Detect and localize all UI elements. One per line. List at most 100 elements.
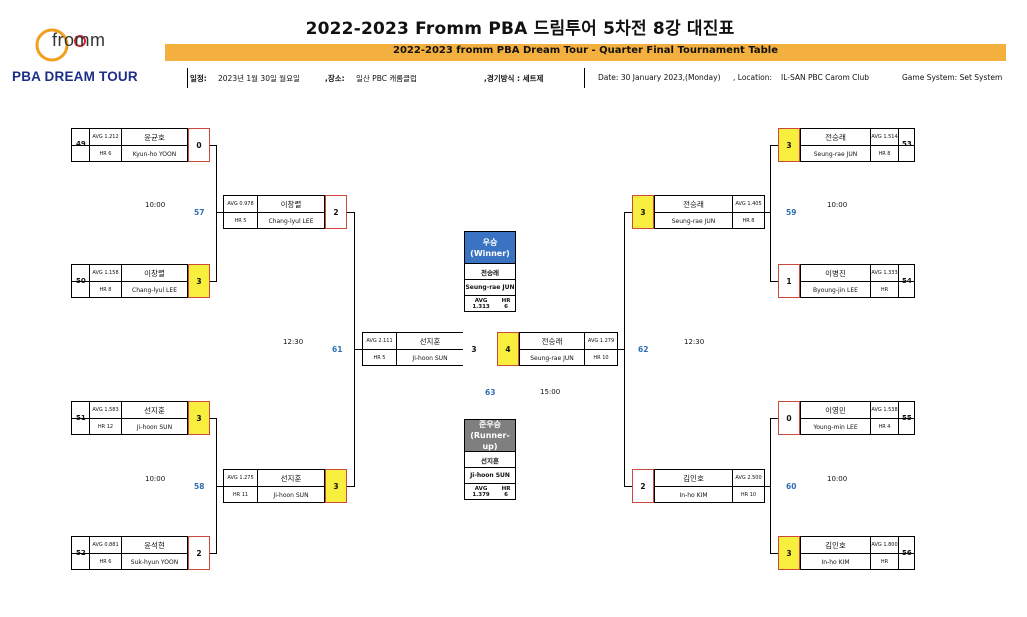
player-name-kr: 김인호	[801, 537, 871, 553]
player-name-en: In-ho KIM	[801, 554, 871, 570]
match-number: 57	[194, 208, 205, 217]
player-avg: AVG 1.275	[224, 470, 258, 486]
page-subtitle: 2022-2023 fromm PBA Dream Tour - Quarter…	[393, 45, 778, 56]
match-time: 10:00	[145, 475, 166, 483]
player-name-en: Seung-rae JUN	[655, 213, 733, 229]
runner-up-name-kr: 선지훈	[465, 451, 515, 467]
player-avg: AVG 2.111	[363, 333, 397, 349]
set-score: 3	[188, 401, 210, 435]
player-avg: AVG 1.158	[90, 265, 122, 281]
match-number: 58	[194, 482, 205, 491]
player-avg: AVG 1.212	[90, 129, 122, 145]
set-score: 3	[632, 195, 654, 229]
bracket-line	[216, 212, 223, 213]
seed-number: 49	[76, 140, 86, 148]
player-hr: HR 12	[90, 419, 122, 435]
player-name-kr: 이창렬	[144, 268, 165, 278]
bracket-line	[770, 553, 778, 554]
player-name-kr: 이창렬	[280, 199, 302, 209]
player-avg: AVG 1.333	[871, 265, 899, 281]
bracket-line	[354, 349, 362, 350]
tour-logo-text: PBA DREAM TOUR	[12, 69, 138, 84]
location-label-en: , Location:	[733, 73, 773, 82]
player-hr: HR 5	[224, 213, 258, 229]
bracket-line	[209, 145, 217, 146]
set-score: 1	[778, 264, 800, 298]
fromm-logo-icon	[34, 27, 104, 71]
player-hr: HR 11	[224, 487, 258, 503]
bracket-line	[617, 349, 625, 350]
player-name-en: Ji-hoon SUN	[412, 354, 448, 362]
bracket-line	[216, 486, 223, 487]
player-name-en: In-ho KIM	[655, 487, 733, 503]
player-hr: HR 8	[871, 146, 899, 162]
subtitle-bar	[165, 44, 1006, 61]
player-avg: AVG 2.500	[735, 475, 762, 481]
bracket-line	[216, 145, 217, 282]
bracket-line	[770, 281, 778, 282]
player-name-kr: 선지훈	[419, 336, 441, 346]
player-name-en: Byoung-jin LEE	[801, 282, 871, 298]
player-hr: HR	[871, 282, 899, 298]
set-score: 2	[188, 536, 210, 570]
winner-header: 우승(Winner)	[465, 232, 515, 263]
set-score: 3	[188, 264, 210, 298]
player-hr: HR 6	[90, 146, 122, 162]
match-time: 10:00	[827, 201, 848, 209]
bracket-line	[624, 486, 632, 487]
bracket-line	[770, 145, 778, 146]
seed-number: 53	[902, 140, 912, 148]
player-name-kr: 전승래	[520, 333, 585, 349]
date-label: 일정:	[190, 74, 207, 83]
seed-number: 55	[902, 414, 912, 422]
winner-name-kr: 전승래	[465, 263, 515, 279]
player-name-kr: 윤균호	[144, 132, 165, 142]
date-value: 2023년 1월 30일 월요일	[218, 74, 300, 83]
player-name-en: Ji-hoon SUN	[136, 423, 173, 431]
brand-name: fromm	[52, 30, 106, 50]
bracket-line	[347, 212, 355, 213]
venue-label: ,장소:	[325, 74, 345, 83]
player-name-kr: 김인호	[655, 470, 733, 486]
system-label: ,경기방식 : 세트제	[484, 74, 544, 83]
player-name-en: Seung-rae JUN	[520, 350, 585, 366]
match-number: 61	[332, 345, 343, 354]
player-name-kr: 선지훈	[144, 405, 165, 415]
match-time: 10:00	[827, 475, 848, 483]
winner-name-en: Seung-rae JUN	[465, 279, 515, 295]
set-score: 3	[778, 128, 800, 162]
player-avg: AVG 1.279	[587, 338, 615, 344]
match-time: 15:00	[540, 388, 561, 396]
bracket-line	[347, 486, 355, 487]
player-name-kr: 윤석현	[144, 540, 165, 550]
set-score: 2	[325, 195, 347, 229]
player-hr: HR 6	[90, 554, 122, 570]
bracket-line	[209, 553, 217, 554]
venue-value: 일산 PBC 캐롬클럽	[356, 74, 417, 83]
player-avg: AVG 1.800	[871, 537, 899, 553]
player-name-kr: 이병진	[801, 265, 871, 281]
header-divider	[187, 68, 188, 88]
player-hr: HR 4	[871, 419, 899, 435]
set-score: 0	[188, 128, 210, 162]
player-hr: HR	[871, 554, 899, 570]
player-avg: AVG 1.514	[871, 129, 899, 145]
player-avg: AVG 1.538	[871, 402, 899, 418]
player-avg: AVG 1.583	[90, 402, 122, 418]
match-number: 62	[638, 345, 649, 354]
set-score: 3	[778, 536, 800, 570]
runner-up-header: 준우승(Runner-up)	[465, 420, 515, 451]
set-score: 3	[325, 469, 347, 503]
